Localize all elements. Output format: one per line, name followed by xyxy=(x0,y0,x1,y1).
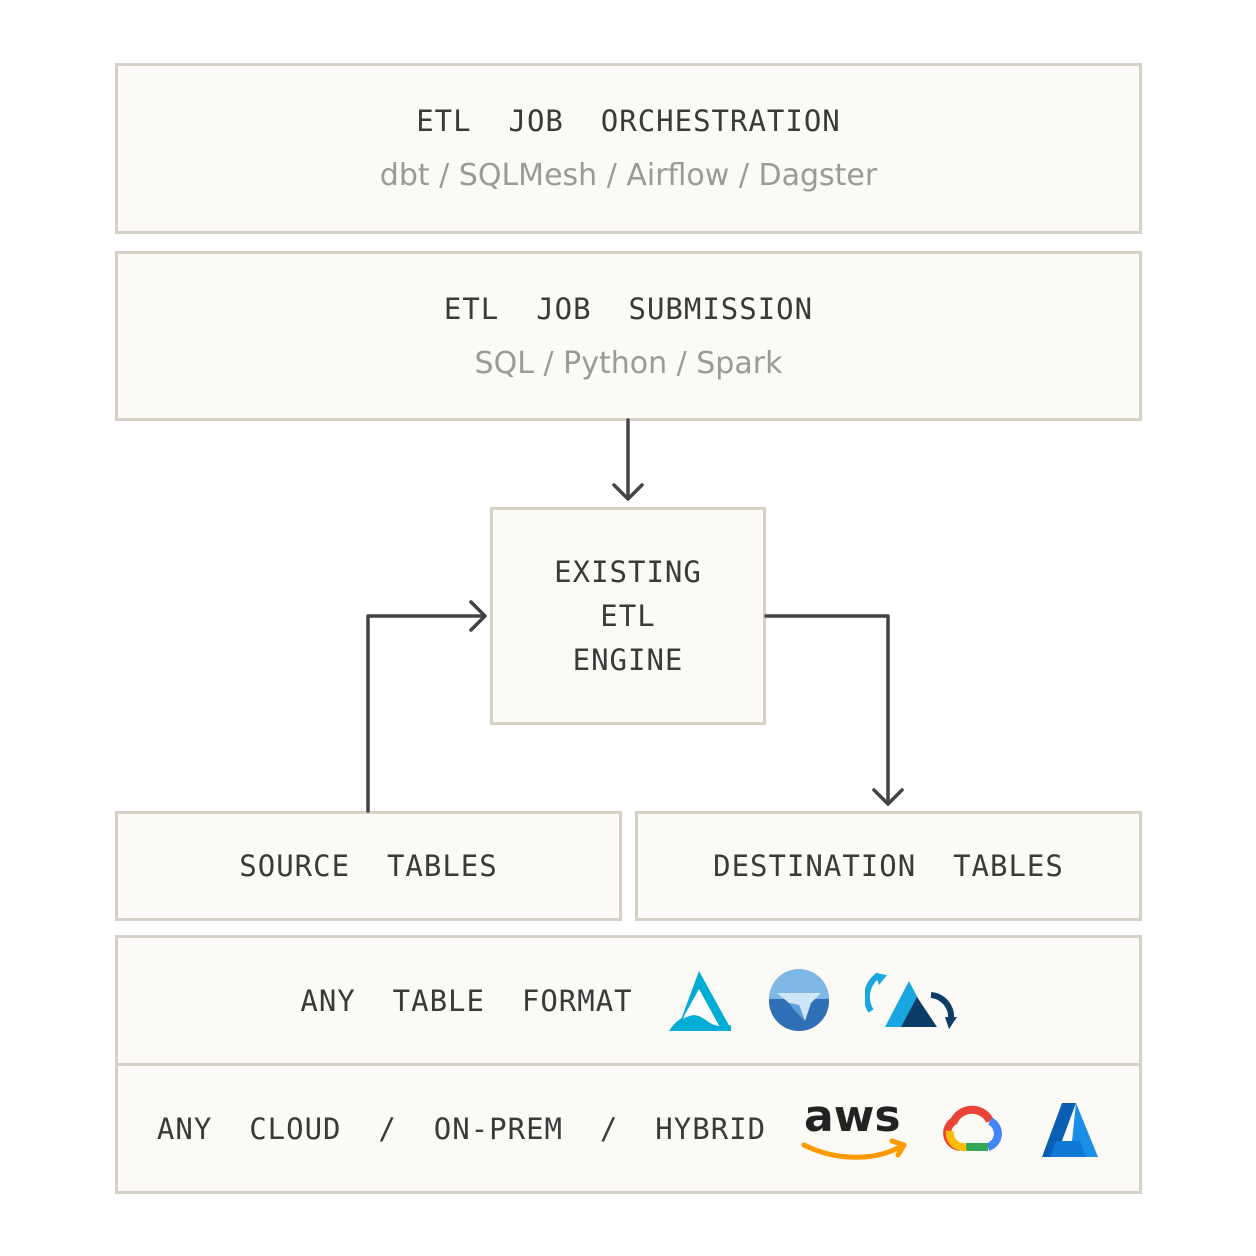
submission-title: ETL JOB SUBMISSION xyxy=(443,291,814,326)
submission-box: ETL JOB SUBMISSION SQL / Python / Spark xyxy=(115,251,1142,421)
cloud-row: ANY CLOUD / ON-PREM / HYBRID aws xyxy=(157,1095,1100,1163)
source-tables-title: SOURCE TABLES xyxy=(239,849,498,883)
google-cloud-logo xyxy=(943,1105,1002,1151)
destination-tables-box: DESTINATION TABLES xyxy=(635,811,1142,921)
apache-iceberg-logo xyxy=(768,969,829,1031)
delta-lake-logo xyxy=(668,971,731,1031)
submission-tools: SQL / Python / Spark xyxy=(474,345,783,381)
table-format-box: ANY TABLE FORMAT xyxy=(115,935,1142,1067)
aws-logo: aws xyxy=(801,1095,907,1160)
orchestration-tools: dbt / SQLMesh / Airflow / Dagster xyxy=(379,158,878,193)
azure-logo xyxy=(1042,1102,1099,1157)
arrow-engine-to-destination xyxy=(764,614,890,805)
arrow-source-to-engine xyxy=(366,614,486,813)
destination-tables-title: DESTINATION TABLES xyxy=(713,849,1064,883)
table-format-title: ANY TABLE FORMAT xyxy=(300,984,633,1018)
arrow-engine-to-destination-head xyxy=(872,788,904,806)
orchestration-box: ETL JOB ORCHESTRATION dbt / SQLMesh / Ai… xyxy=(115,63,1142,234)
arrow-submission-to-engine-head xyxy=(612,483,644,501)
engine-line-3: ENGINE xyxy=(572,643,684,677)
cloud-box: ANY CLOUD / ON-PREM / HYBRID aws xyxy=(115,1063,1142,1194)
table-format-row: ANY TABLE FORMAT xyxy=(300,969,957,1033)
aws-logo-text: aws xyxy=(804,1095,901,1142)
apache-hudi-logo xyxy=(864,972,957,1029)
orchestration-title: ETL JOB ORCHESTRATION xyxy=(416,104,841,138)
engine-line-2: ETL xyxy=(600,599,656,633)
engine-line-1: EXISTING xyxy=(554,555,702,589)
source-tables-box: SOURCE TABLES xyxy=(115,811,622,921)
cloud-title: ANY CLOUD / ON-PREM / HYBRID xyxy=(156,1111,767,1146)
engine-box: EXISTING ETL ENGINE xyxy=(490,507,766,725)
arrow-source-to-engine-head xyxy=(469,600,487,632)
